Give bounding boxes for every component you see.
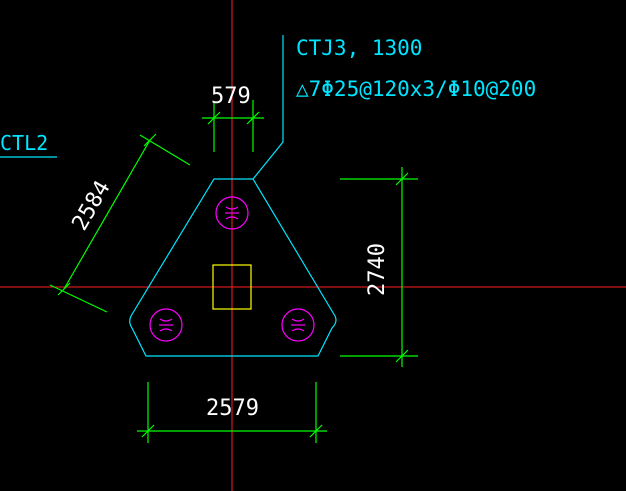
pile-top[interactable] (215, 196, 249, 230)
dim-top-width-text: 579 (211, 84, 251, 109)
pile-cap-outline[interactable] (129, 178, 337, 357)
dim-left-side-text: 2584 (68, 177, 116, 235)
dim-bottom-width[interactable] (137, 382, 327, 443)
cap-label-leader (252, 35, 284, 180)
beam-label[interactable]: CTL2 (0, 131, 48, 155)
dim-top-width[interactable] (202, 100, 264, 152)
dim-bottom-width-text: 2579 (206, 396, 259, 421)
pile-bottom-right[interactable] (281, 308, 315, 342)
dim-right-height[interactable] (340, 167, 418, 367)
cap-label-line1[interactable]: CTJ3, 1300 (296, 36, 422, 60)
dim-right-height-text: 2740 (365, 243, 390, 296)
pile-bottom-left[interactable] (149, 308, 183, 342)
column-square[interactable] (212, 264, 252, 310)
cap-label-line2[interactable]: △7Φ25@120x3/Φ10@200 (296, 77, 536, 101)
dim-left-side[interactable] (49, 133, 191, 313)
